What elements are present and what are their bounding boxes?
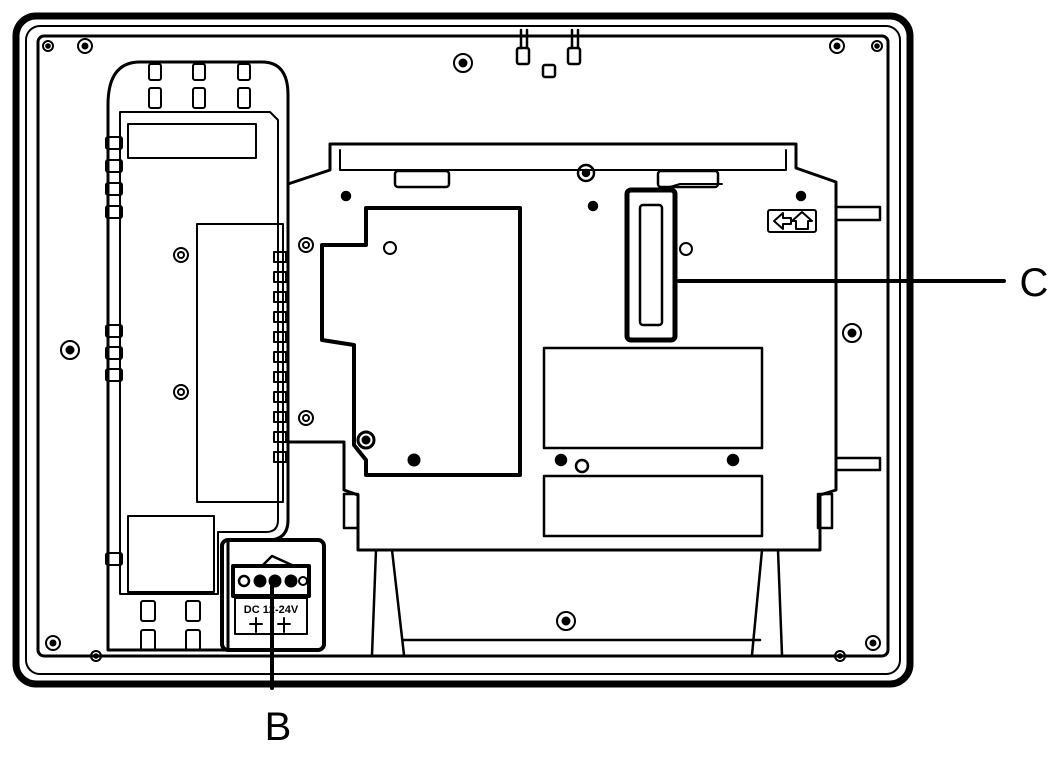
corner-screws <box>42 38 883 662</box>
rear-cover-edge <box>36 34 890 658</box>
power-terminal <box>220 538 326 652</box>
mounting-screws <box>60 53 862 631</box>
bezel-inner <box>25 25 901 675</box>
expansion-connector <box>624 183 723 343</box>
side-compartment <box>106 60 290 652</box>
callout-b-label: B <box>265 705 292 749</box>
main-bracket <box>286 142 838 552</box>
callout-c-label: C <box>1020 261 1049 305</box>
side-rails <box>342 205 882 530</box>
board-cover <box>320 206 522 477</box>
stand-legs <box>370 548 784 657</box>
side-clips <box>105 63 314 651</box>
direction-arrows-icon <box>767 209 817 233</box>
bezel-outer <box>12 12 914 688</box>
bracket-slots <box>340 163 807 212</box>
label-plates <box>542 346 764 538</box>
top-latches <box>515 28 582 79</box>
